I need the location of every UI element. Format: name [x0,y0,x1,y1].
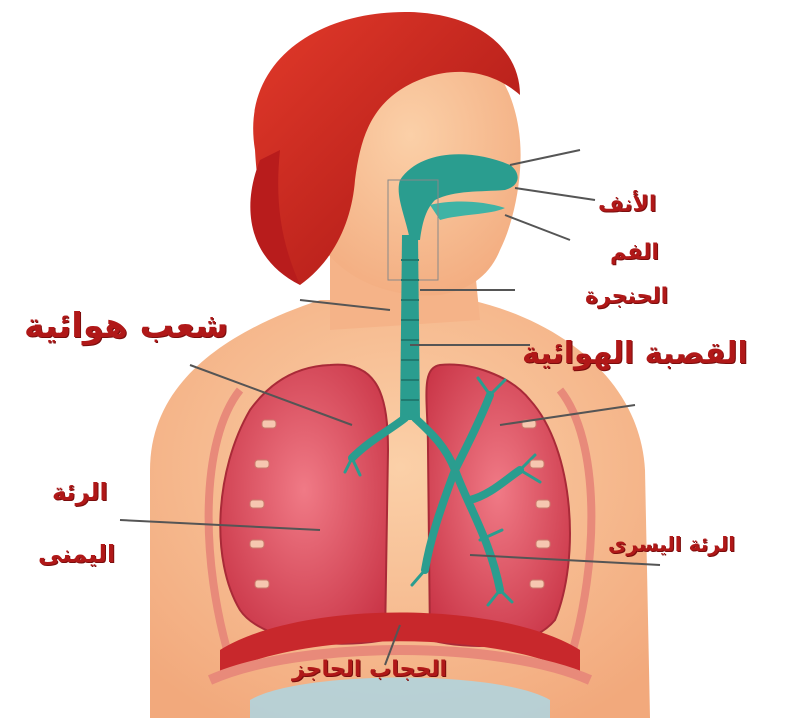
label-mouth: الفم [610,240,659,265]
label-bronchi: شعب هوائية [24,306,228,346]
label-diaphragm: الحجاب الحاجز [292,657,447,682]
label-right-lung-2: اليمنى [38,540,115,568]
label-right-lung-1: الرئة [52,478,108,506]
label-left-lung: الرئة اليسرى [608,532,735,556]
trachea [400,235,420,420]
label-nose: الأنف [598,192,656,217]
label-larynx: الحنجرة [585,284,668,309]
label-trachea: القصبة الهوائية [522,336,748,371]
